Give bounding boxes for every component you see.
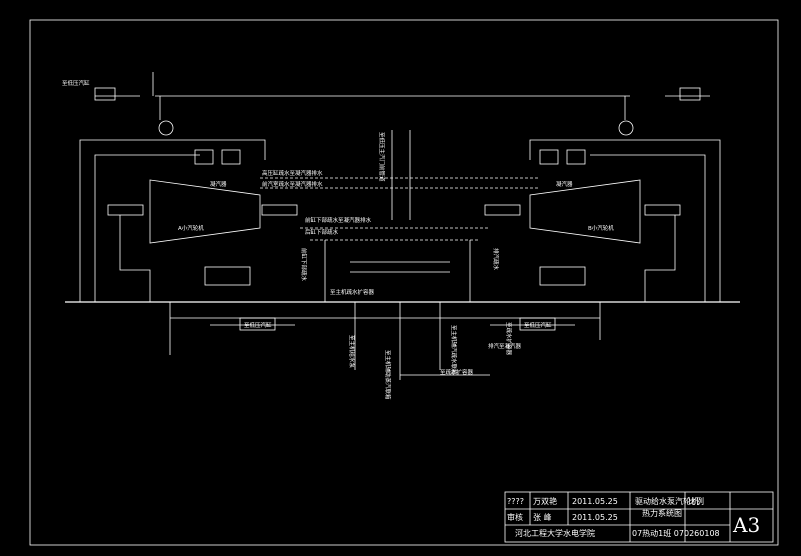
tb-designer-role: ???? — [507, 497, 524, 506]
tb-sheet-size: A3 — [732, 513, 760, 537]
label-aux-left: 至主机给水泵 — [348, 335, 356, 369]
steam-valve-left — [94, 87, 116, 101]
label-main-steam-left: 至低压汽缸 — [62, 79, 90, 87]
label-drain-left-b: 后缸下部疏水 — [305, 228, 339, 236]
label-drain-left-top: 高压缸疏水至凝汽器排水 — [262, 169, 323, 177]
pressure-gauge-right — [618, 120, 634, 136]
label-vert-drain-left: 前缸下部疏水 — [300, 248, 308, 282]
tb-checker-date: 2011.05.25 — [572, 513, 618, 522]
label-to-low-pressure: 至低压汽缸 — [244, 321, 272, 329]
tb-designer-date: 2011.05.25 — [572, 497, 618, 506]
label-aux-right: 至主机辅汽疏水联箱 — [450, 325, 458, 375]
label-condenser-left: 凝汽器 — [210, 180, 227, 188]
label-condenser-right: 凝汽器 — [556, 180, 573, 188]
tb-title-1: 驱动给水泵汽轮机 — [635, 496, 699, 506]
label-main-drain-header: 至主机疏水扩容器 — [330, 288, 375, 296]
label-drain-left-a: 前缸下部疏水至凝汽器排水 — [305, 216, 372, 224]
label-turbine-left: A小汽轮机 — [178, 224, 204, 232]
label-vent-right: 排汽至凝汽器 — [488, 342, 522, 350]
pressure-gauge-left — [158, 120, 174, 136]
tb-designer-name: 万双艳 — [533, 496, 557, 506]
label-to-low-pressure-right: 至低压汽缸 — [524, 321, 552, 329]
tb-scale-label: 比例 — [688, 496, 704, 506]
tb-class-id: 07热动1班 070260108 — [632, 528, 720, 538]
title-block — [504, 491, 774, 543]
tb-checker-role: 审核 — [507, 512, 523, 522]
tb-title-2: 热力系统图 — [642, 508, 682, 518]
tb-checker-name: 张 峰 — [533, 512, 552, 522]
label-header-vertical: 至低压主汽门前管道 — [378, 132, 386, 182]
label-turbine-right: B小汽轮机 — [588, 224, 614, 232]
label-drain-left-mid: 前汽室疏水至凝汽器排水 — [262, 180, 323, 188]
turbine-left — [149, 179, 261, 244]
turbine-right — [529, 179, 641, 244]
steam-valve-right — [679, 87, 701, 101]
label-vert-drain-right: 排汽疏水 — [492, 248, 500, 271]
tb-school: 河北工程大学水电学院 — [515, 528, 595, 538]
label-aux-mid: 至主机辅助蒸汽联箱 — [384, 350, 392, 400]
label-drain-bottom: 至疏水扩容器 — [440, 368, 474, 376]
drawing-border — [29, 19, 779, 546]
label-drain-right: 至疏水扩容器 — [505, 322, 513, 356]
